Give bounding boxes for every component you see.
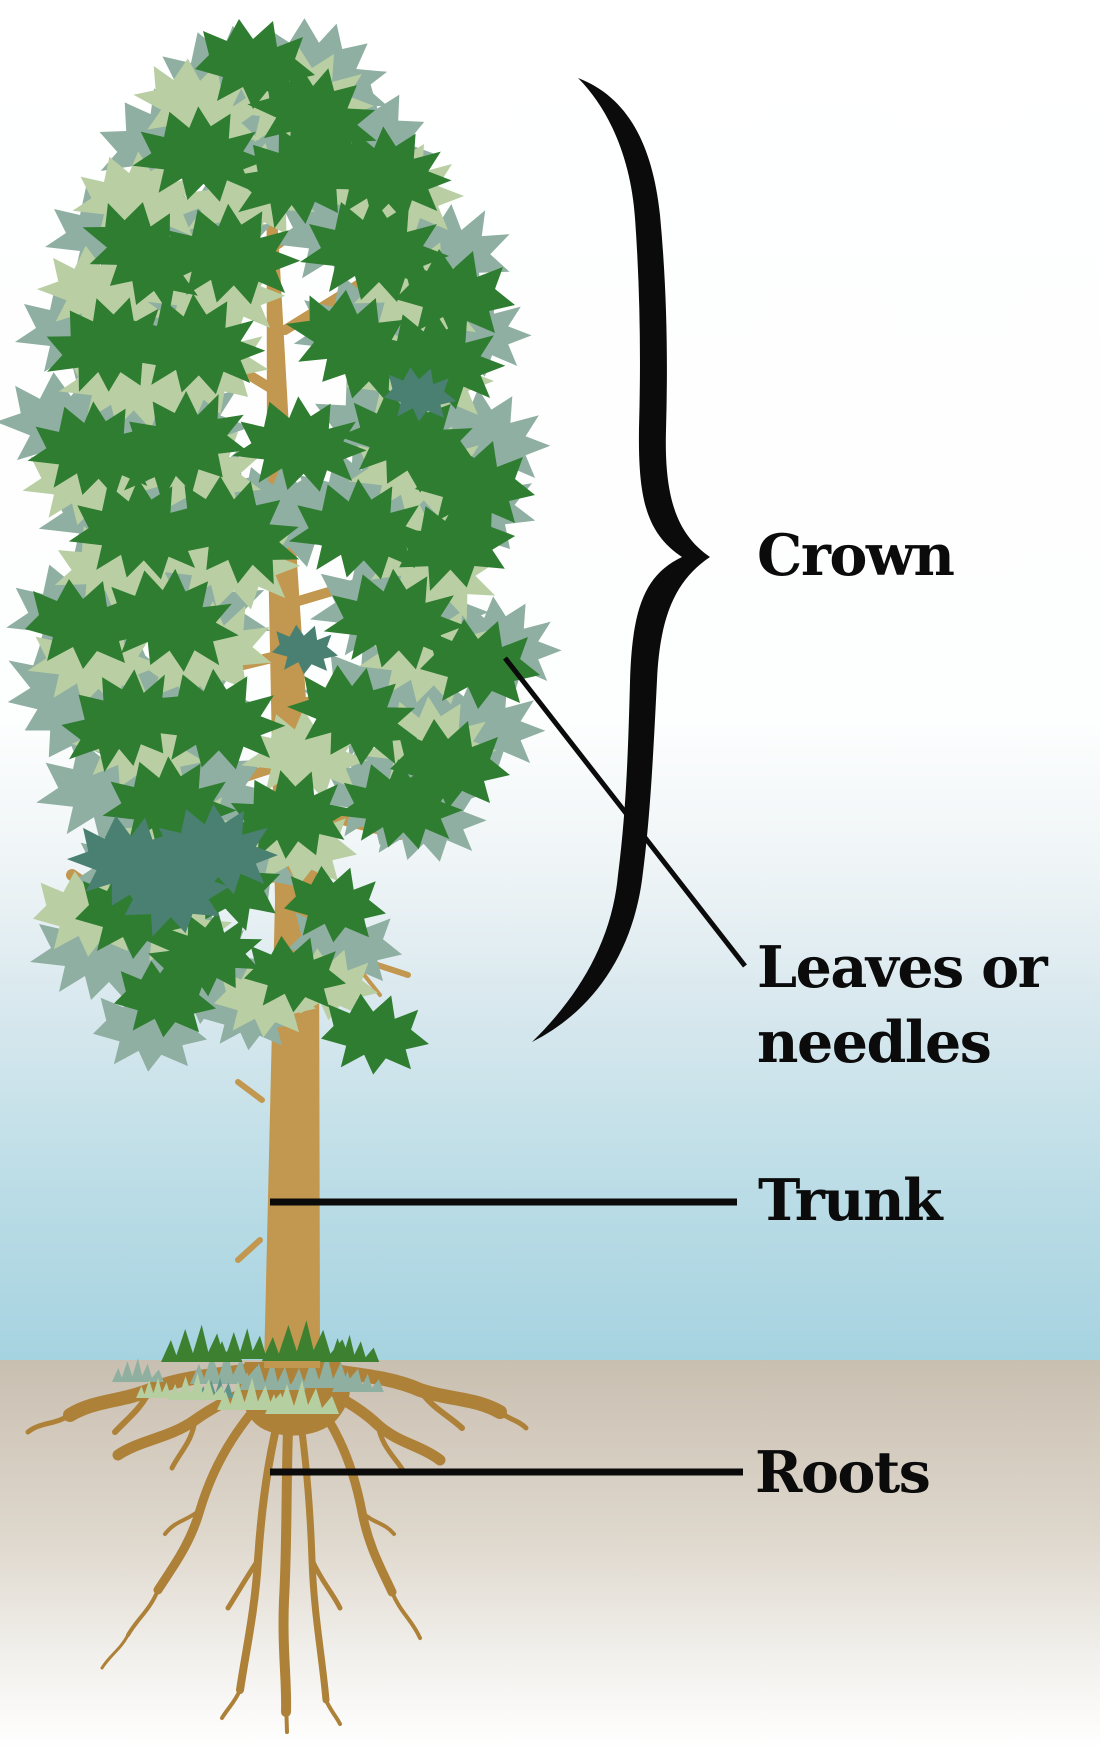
roots-label: Roots [755,1439,929,1506]
roots-graphic [25,1355,529,1734]
crown-brace [532,78,710,1042]
annotation-layer: Crown Leaves or needles Trunk Roots [270,78,1050,1506]
leaves-label-line2: needles [757,1009,990,1076]
ground-background [0,1360,1100,1748]
trunk-label: Trunk [758,1167,944,1234]
crown-label: Crown [757,522,954,589]
leaves-label-line1: Leaves or [757,934,1049,1001]
